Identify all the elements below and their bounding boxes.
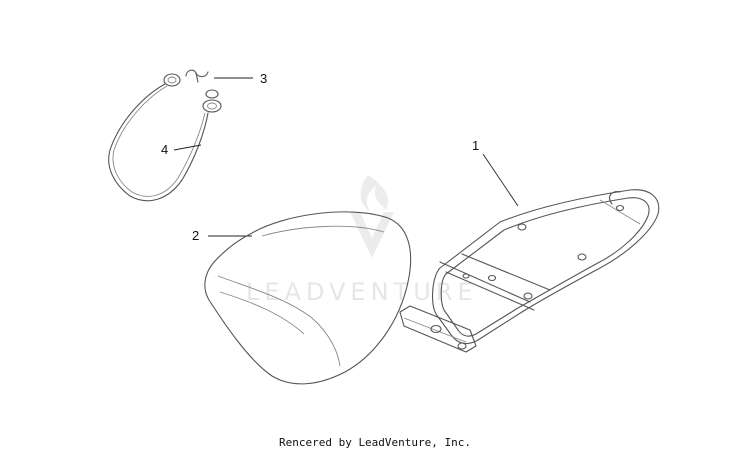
safety-cable-icon: 4	[108, 83, 222, 202]
watermark-text: LEADVENTURE	[246, 278, 478, 306]
flame-logo-icon	[360, 175, 388, 212]
leadventure-watermark: LEADVENTURE	[246, 175, 478, 306]
callout-1: 1	[472, 138, 479, 153]
retaining-clip-icon: 3	[163, 69, 267, 87]
footer-credit: Rencered by LeadVenture, Inc.	[278, 436, 472, 449]
callout-4: 4	[161, 142, 168, 157]
callout-3: 3	[260, 71, 267, 86]
seat-cushion-icon: 2	[192, 211, 412, 385]
v-logo-icon	[350, 212, 394, 258]
callout-2: 2	[192, 228, 199, 243]
seat-frame-bracket-icon: 1	[399, 138, 660, 353]
